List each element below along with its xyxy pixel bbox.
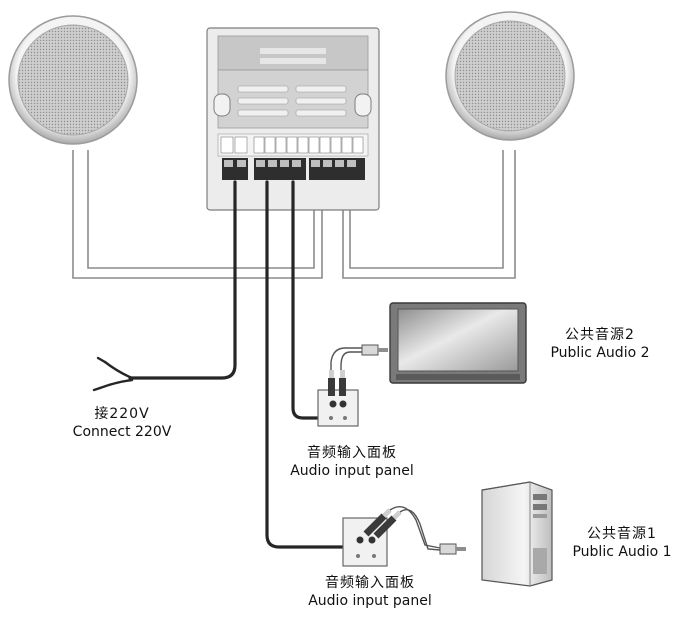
audio-input-panel-1 <box>342 517 388 567</box>
label-connect-220v-cn: 接220V <box>94 406 150 422</box>
label-connect-220v-en: Connect 220V <box>72 424 172 440</box>
rca-plug-icon <box>328 370 346 396</box>
label-audio-input-panel-1-cn: 音频输入面板 <box>325 575 415 591</box>
wall-amplifier <box>206 27 380 211</box>
speaker-wire-right <box>342 150 516 279</box>
cable-panel-2 <box>291 180 320 420</box>
label-audio-input-panel-2: 音频输入面板 Audio input panel <box>272 444 432 480</box>
label-public-audio-1-cn: 公共音源1 <box>587 526 657 542</box>
label-connect-220v: 接220V Connect 220V <box>52 405 192 441</box>
speaker-wire-left <box>72 150 323 279</box>
audio-jack-icon <box>361 344 388 356</box>
audio-input-panel-2 <box>317 389 359 427</box>
power-plug-icon <box>92 356 134 392</box>
ceiling-speaker-right <box>445 11 575 141</box>
label-audio-input-panel-2-cn: 音频输入面板 <box>307 445 397 461</box>
desktop-pc-icon <box>481 481 553 587</box>
cable-power <box>128 180 237 380</box>
label-public-audio-1: 公共音源1 Public Audio 1 <box>552 525 692 561</box>
label-audio-input-panel-1: 音频输入面板 Audio input panel <box>290 574 450 610</box>
label-public-audio-1-en: Public Audio 1 <box>572 544 672 560</box>
cable-pc-to-panel-1 <box>389 506 441 551</box>
flat-tv-icon <box>389 302 527 384</box>
rca-plug-icon <box>363 508 402 539</box>
label-audio-input-panel-1-en: Audio input panel <box>308 593 432 609</box>
cable-panel-1 <box>265 180 345 549</box>
label-public-audio-2-en: Public Audio 2 <box>550 345 650 361</box>
ceiling-speaker-left <box>8 15 138 145</box>
cable-tv-to-panel-2 <box>330 347 362 380</box>
audio-jack-icon <box>439 543 466 555</box>
label-public-audio-2-cn: 公共音源2 <box>565 327 635 343</box>
label-public-audio-2: 公共音源2 Public Audio 2 <box>530 326 670 362</box>
label-audio-input-panel-2-en: Audio input panel <box>290 463 414 479</box>
